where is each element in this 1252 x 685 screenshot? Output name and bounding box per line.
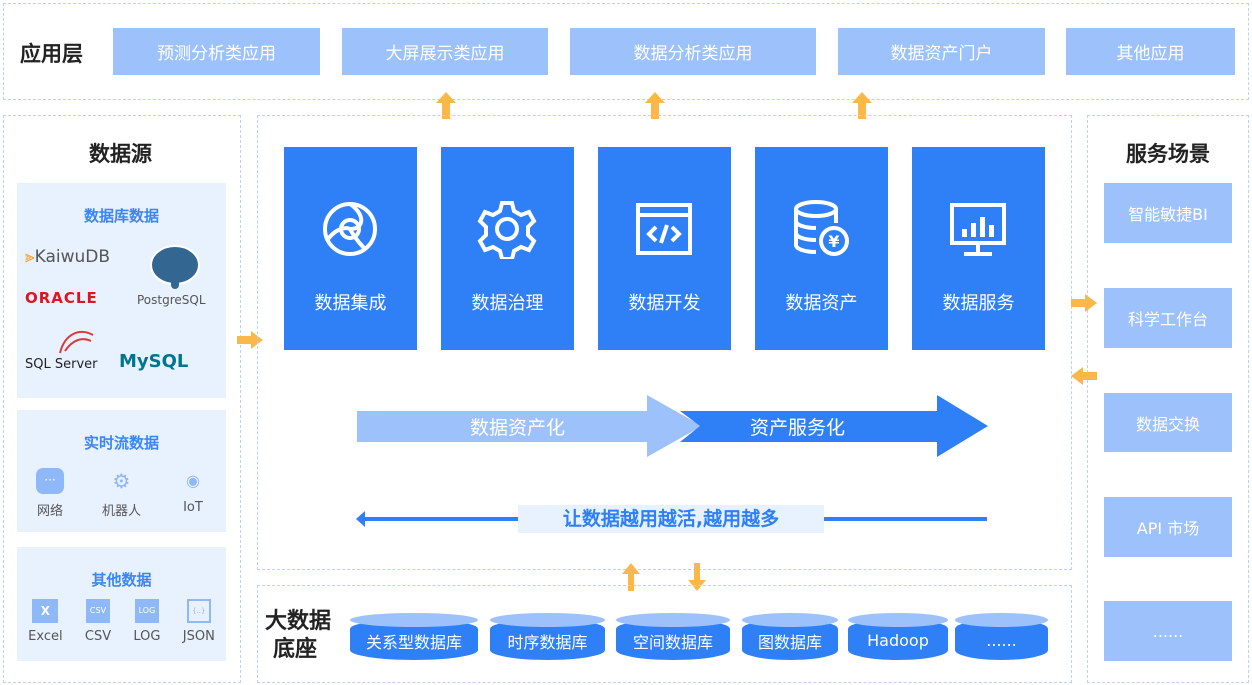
service-item[interactable]: ...... (1104, 601, 1232, 661)
service-item[interactable]: 智能敏捷BI (1104, 183, 1232, 243)
app-layer-title: 应用层 (20, 42, 83, 66)
monitor-chart-icon (950, 203, 1006, 256)
csv-file-icon: CSV (85, 599, 110, 623)
stream-data-box: 实时流数据 ···网络 ⚙机器人 ◉IoT (17, 410, 226, 532)
app-item[interactable]: 数据分析类应用 (570, 28, 816, 75)
base-item[interactable]: 空间数据库 (616, 613, 730, 660)
gear-icon (477, 201, 537, 259)
data-source-title: 数据源 (89, 142, 152, 166)
base-item[interactable]: Hadoop (848, 613, 948, 660)
base-item[interactable]: 图数据库 (742, 613, 838, 660)
asset-arrow (357, 395, 702, 457)
service-arrow (680, 395, 988, 457)
file-item: {..}JSON (183, 599, 215, 644)
base-item[interactable]: ...... (955, 613, 1048, 660)
app-item[interactable]: 大屏展示类应用 (342, 28, 548, 75)
arrow-down-icon (688, 563, 706, 591)
module-data-development[interactable]: 数据开发 (598, 147, 731, 350)
json-file-icon: {..} (186, 599, 211, 623)
base-title: 大数据底座 (265, 609, 332, 662)
app-layer-panel (3, 3, 1249, 100)
base-item[interactable]: 时序数据库 (490, 613, 605, 660)
service-item[interactable]: API 市场 (1104, 497, 1232, 557)
chat-icon: ··· (35, 468, 64, 494)
platform-panel (257, 115, 1072, 570)
data-source-panel (3, 115, 241, 683)
arrow-up-icon (436, 92, 456, 119)
excel-icon: X (32, 599, 59, 623)
code-icon (636, 203, 692, 255)
app-item[interactable]: 其他应用 (1066, 28, 1235, 75)
stream-item: ◉IoT (179, 468, 207, 519)
stream-item: ···网络 (35, 468, 64, 519)
postgresql-logo: PostgreSQL (137, 293, 206, 307)
app-item[interactable]: 预测分析类应用 (113, 28, 320, 75)
integration-icon (323, 202, 377, 256)
sql-server-logo: SQL Server (25, 357, 98, 372)
service-item[interactable]: 数据交换 (1104, 393, 1232, 452)
postgresql-elephant-logo (150, 245, 200, 289)
module-data-integration[interactable]: 数据集成 (284, 147, 417, 350)
sql-server-logo-graphic (59, 331, 94, 354)
oracle-logo: ORACLE (25, 289, 98, 307)
mysql-logo: MySQL (119, 351, 189, 372)
flow-stage1-label: 数据资产化 (470, 417, 566, 439)
other-data-title: 其他数据 (91, 571, 152, 589)
module-data-governance[interactable]: 数据治理 (441, 147, 574, 350)
arrow-right-icon (237, 331, 263, 349)
log-file-icon: LOG (134, 599, 159, 623)
arrow-right-icon (1071, 294, 1097, 312)
service-item[interactable]: 科学工作台 (1104, 288, 1232, 348)
iot-icon: ◉ (185, 471, 200, 490)
arrow-left-icon (1071, 367, 1097, 385)
kaiwudb-logo: ⫸KaiwuDB (25, 247, 111, 267)
module-data-assets[interactable]: ¥ 数据资产 (755, 147, 888, 350)
arrow-up-icon (622, 563, 640, 591)
flow-stage2-label: 资产服务化 (750, 417, 846, 439)
svg-text:¥: ¥ (828, 232, 839, 251)
stream-data-title: 实时流数据 (83, 434, 159, 452)
services-panel (1087, 115, 1249, 683)
services-title: 服务场景 (1126, 142, 1210, 166)
arrow-up-icon (645, 92, 665, 119)
base-item[interactable]: 关系型数据库 (350, 613, 478, 660)
database-yen-icon: ¥ (794, 200, 849, 256)
database-data-title: 数据库数据 (83, 207, 159, 225)
robot-arm-icon: ⚙ (112, 469, 131, 493)
app-item[interactable]: 数据资产门户 (838, 28, 1045, 75)
module-data-service[interactable]: 数据服务 (912, 147, 1045, 350)
flow-arrows (357, 395, 988, 457)
arrow-up-icon (852, 92, 872, 119)
database-data-box: 数据库数据 ⫸KaiwuDB ORACLE PostgreSQL SQL Ser… (17, 183, 226, 398)
base-panel (257, 585, 1072, 683)
feedback-label: 让数据越用越活,越用越多 (518, 505, 824, 533)
stream-item: ⚙机器人 (101, 469, 141, 519)
